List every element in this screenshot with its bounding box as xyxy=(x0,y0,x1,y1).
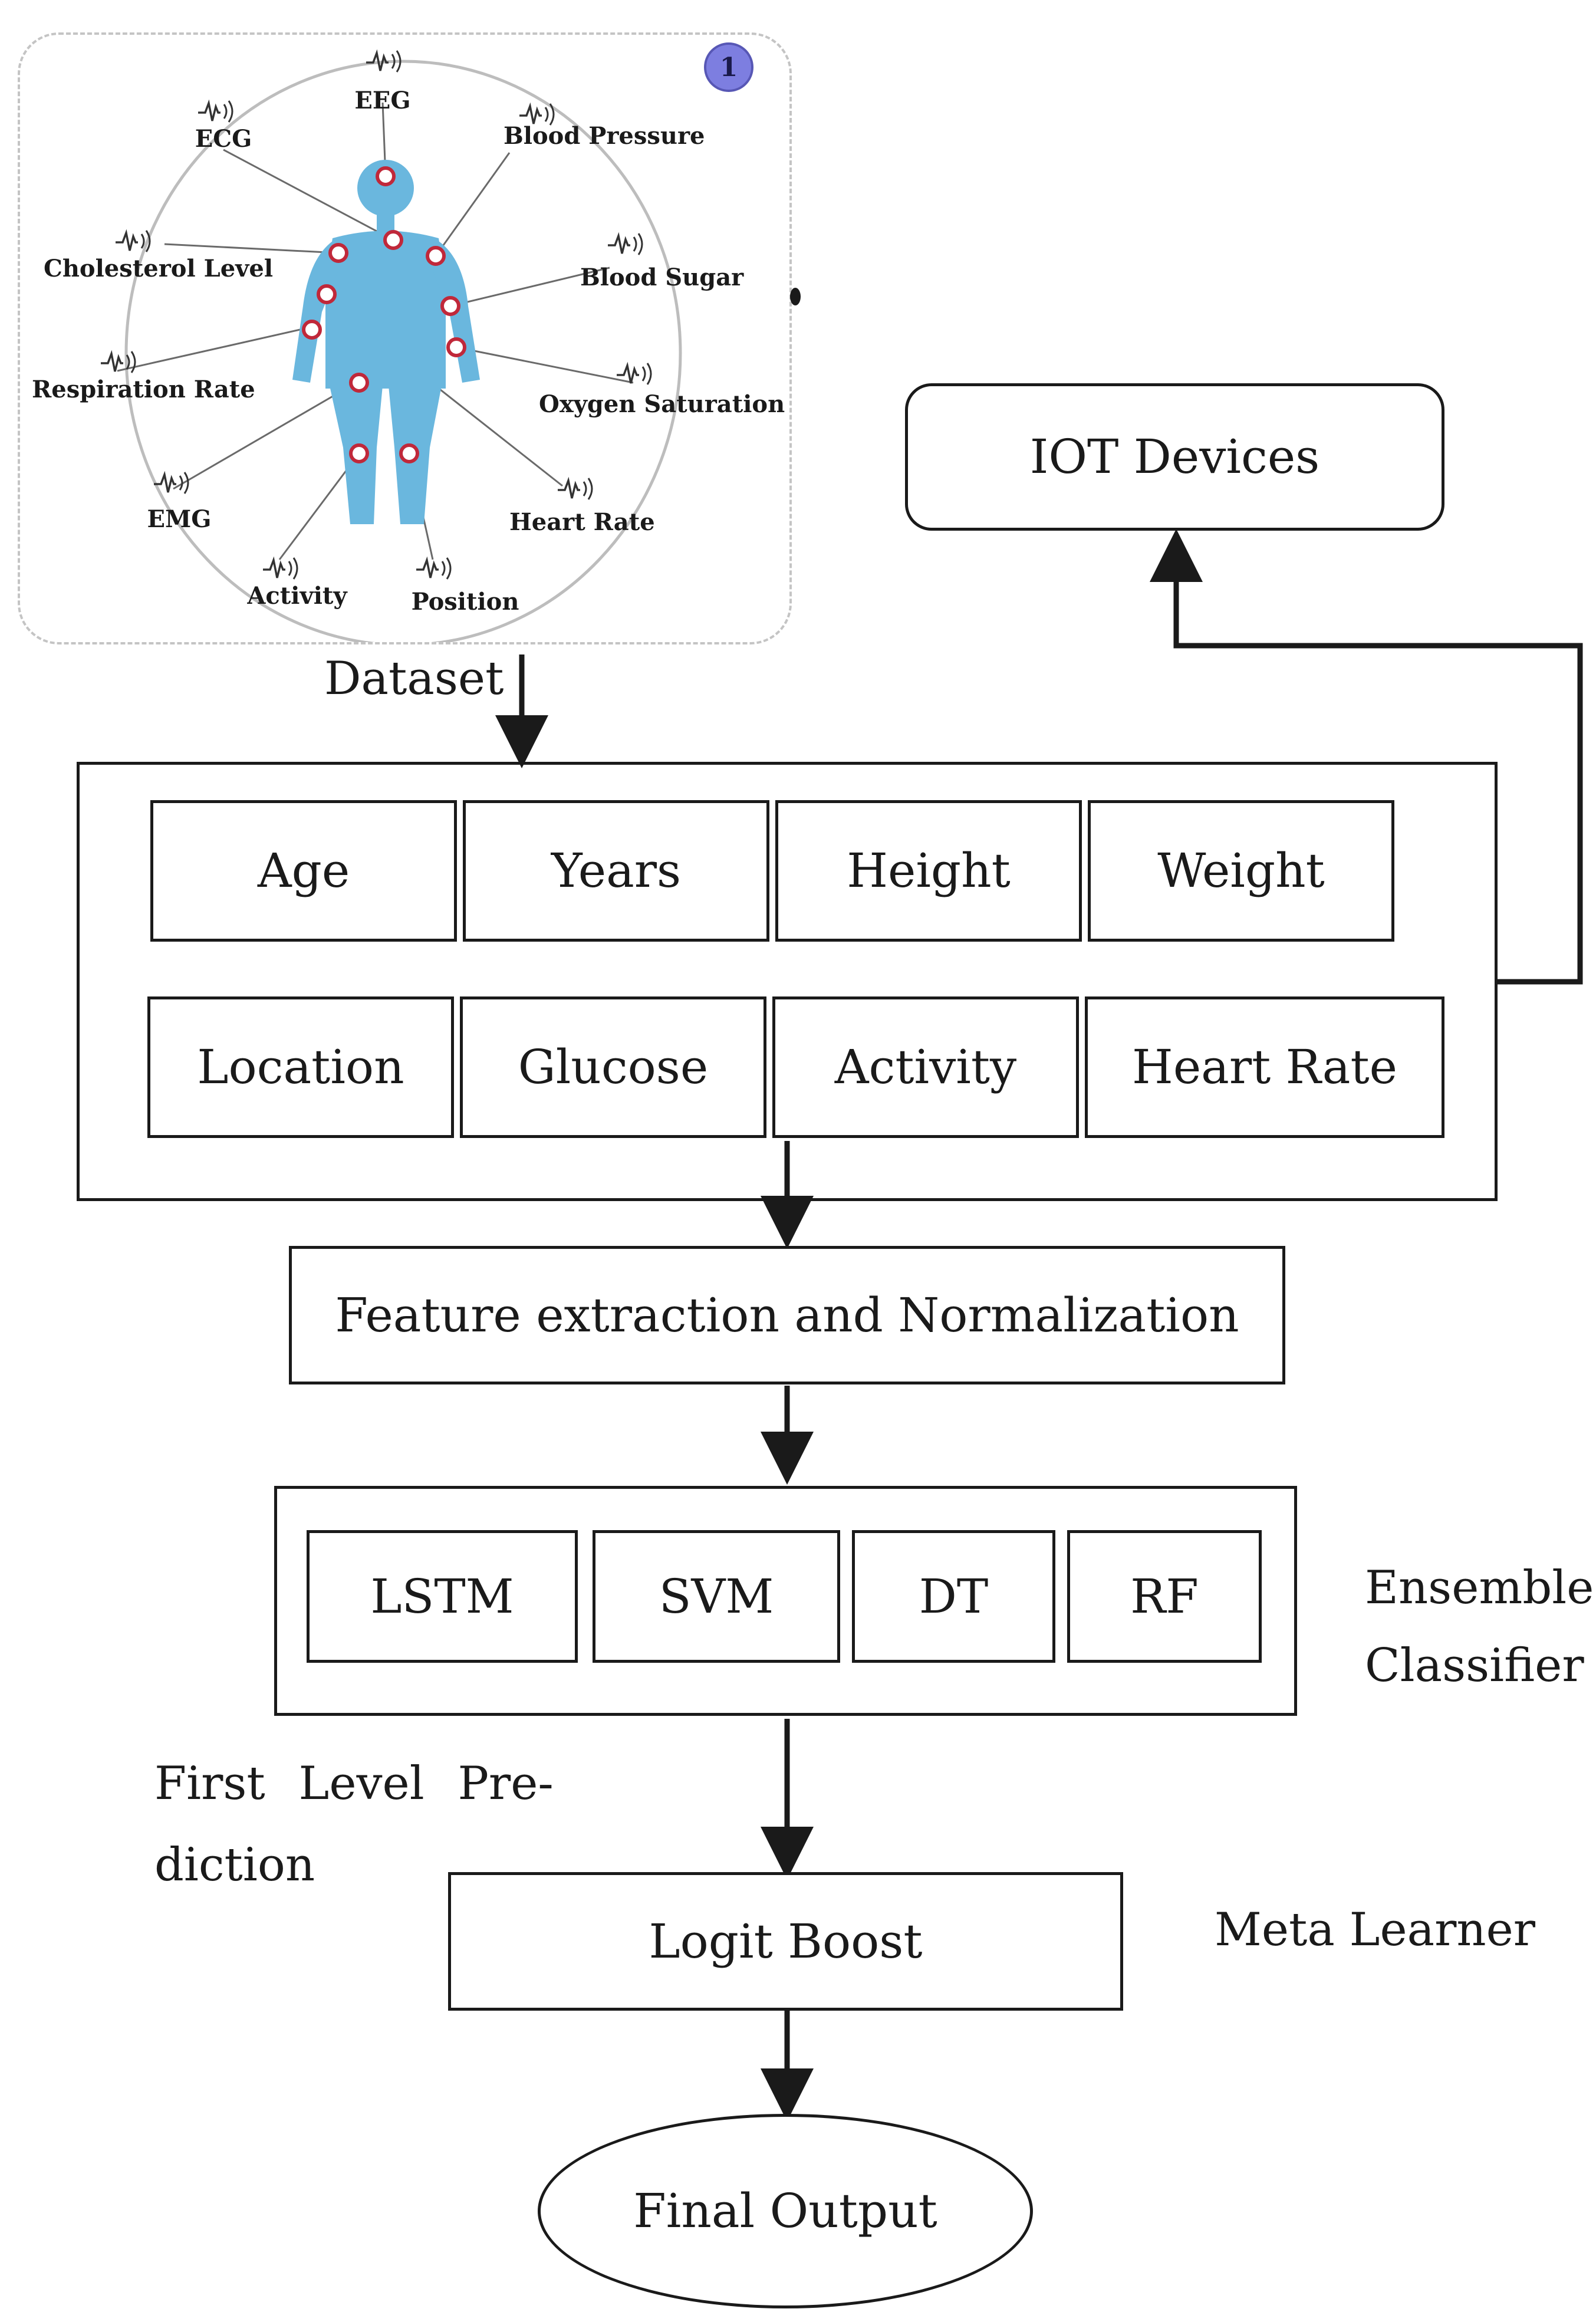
feature-extraction-box: Feature extraction and Normalization xyxy=(289,1246,1285,1384)
sensor-labels: EEG ECG Blood Pressure Cholesterol Level… xyxy=(32,87,785,616)
first-level-label-line2: diction xyxy=(154,1838,315,1892)
iot-devices-box: IOT Devices xyxy=(905,383,1444,531)
sensor-label-respiration: Respiration Rate xyxy=(32,376,255,403)
attribute-activity: Activity xyxy=(772,996,1079,1138)
attribute-height: Height xyxy=(775,800,1082,942)
sensor-label-activity: Activity xyxy=(246,582,348,610)
attribute-years: Years xyxy=(463,800,769,942)
classifier-rf: RF xyxy=(1067,1530,1262,1663)
sensor-label-ecg: ECG xyxy=(195,125,252,153)
classifier-dt: DT xyxy=(852,1530,1055,1663)
sensor-label-blood-pressure: Blood Pressure xyxy=(504,122,705,150)
ensemble-label-line2: Classifier xyxy=(1365,1639,1584,1692)
logit-boost-box: Logit Boost xyxy=(448,1872,1123,2011)
sensor-panel: 1 xyxy=(18,32,792,644)
arrow-attributes-to-iot xyxy=(1150,529,1583,985)
sensor-label-cholesterol: Cholesterol Level xyxy=(44,255,273,282)
badge-circle xyxy=(704,42,753,92)
classifier-lstm: LSTM xyxy=(307,1530,578,1663)
first-level-label-line1: First Level Pre- xyxy=(154,1757,554,1810)
final-output-ellipse: Final Output xyxy=(538,2114,1033,2308)
attribute-glucose: Glucose xyxy=(460,996,766,1138)
ensemble-label-line1: Ensemble xyxy=(1365,1561,1594,1614)
sensor-ring xyxy=(124,60,682,642)
sensor-label-oxygen: Oxygen Saturation xyxy=(539,390,785,418)
sensor-label-position: Position xyxy=(412,588,519,616)
sensor-label-blood-sugar: Blood Sugar xyxy=(580,264,744,291)
panel-edge-dot xyxy=(790,288,801,305)
sensor-label-heart-rate: Heart Rate xyxy=(509,508,655,536)
meta-learner-label: Meta Learner xyxy=(1215,1903,1536,1956)
attributes-container xyxy=(77,762,1498,1201)
sensor-nodes xyxy=(302,166,466,463)
classifier-svm: SVM xyxy=(593,1530,840,1663)
sensor-label-emg: EMG xyxy=(147,505,212,533)
ensemble-container xyxy=(274,1486,1297,1716)
human-figure xyxy=(292,160,480,524)
attribute-heart-rate: Heart Rate xyxy=(1085,996,1444,1138)
badge-number: 1 xyxy=(720,52,738,83)
sensor-label-eeg: EEG xyxy=(354,87,410,114)
attribute-age: Age xyxy=(150,800,457,942)
attribute-location: Location xyxy=(147,996,454,1138)
dataset-label: Dataset xyxy=(324,652,504,705)
body-sensor-illustration: 1 xyxy=(32,42,785,642)
attribute-weight: Weight xyxy=(1088,800,1394,942)
